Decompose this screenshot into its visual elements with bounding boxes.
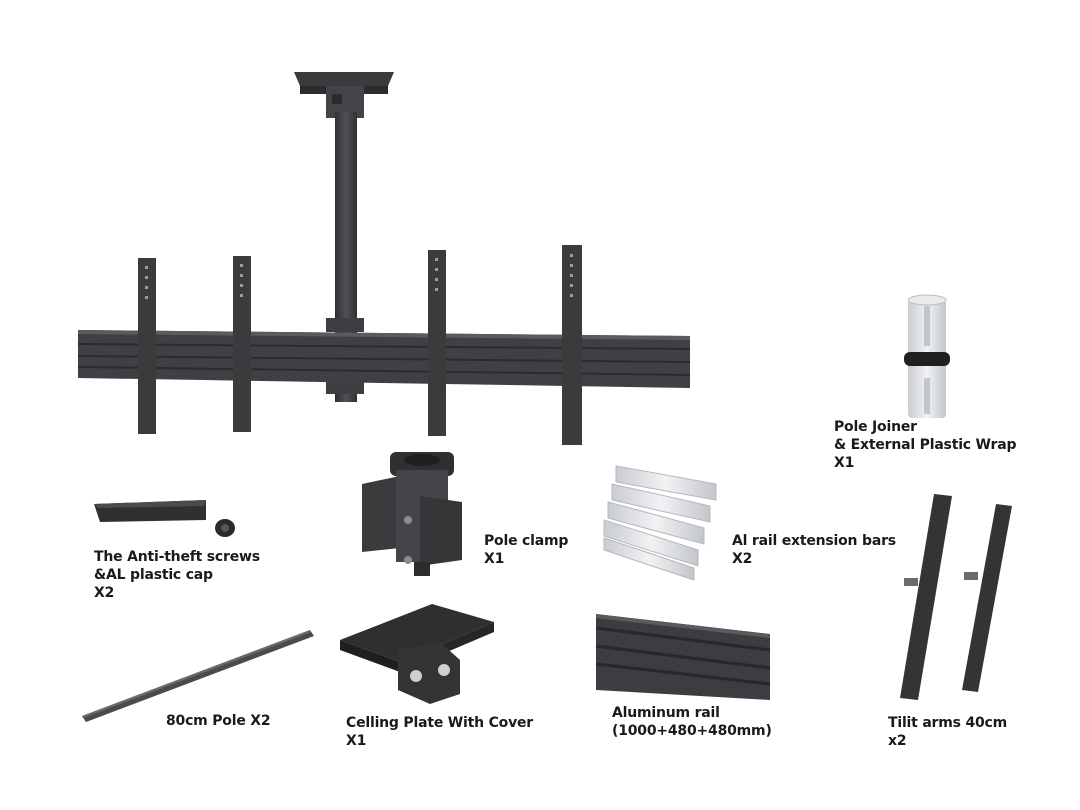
- aluminum-rail-size: (1000+480+480mm): [612, 723, 772, 739]
- rail-extension-qty: X2: [732, 551, 753, 567]
- label-pole-80cm: 80cm Pole X2: [166, 712, 271, 730]
- label-ceiling-plate: Celling Plate With Cover X1: [346, 714, 533, 750]
- anti-theft-name-2: &AL plastic cap: [94, 567, 213, 583]
- label-pole-joiner: Pole Joiner & External Plastic Wrap X1: [834, 418, 1017, 472]
- aluminum-rail-name: Aluminum rail: [612, 705, 720, 721]
- label-pole-clamp: Pole clamp X1: [484, 532, 568, 568]
- pole-joiner-image: [904, 294, 950, 418]
- pole-joiner-name-1: Pole Joiner: [834, 419, 917, 435]
- tilt-arms-name: Tilit arms 40cm: [888, 715, 1008, 731]
- tilt-arms-qty: x2: [888, 733, 907, 749]
- ceiling-plate-name: Celling Plate With Cover: [346, 715, 533, 731]
- anti-theft-name-1: The Anti-theft screws: [94, 549, 260, 565]
- aluminum-rail-image: [595, 614, 771, 700]
- pole-joiner-qty: X1: [834, 455, 855, 471]
- anti-theft-cap-image: [94, 500, 235, 537]
- pole-80cm-name: 80cm Pole X2: [166, 713, 271, 729]
- pole-clamp-name: Pole clamp: [484, 533, 569, 549]
- ceiling-plate-image: [340, 604, 494, 704]
- anti-theft-qty: X2: [94, 585, 115, 601]
- label-tilt-arms: Tilit arms 40cm x2: [888, 714, 1007, 750]
- pole-clamp-image: [362, 452, 462, 576]
- label-rail-extension: Al rail extension bars X2: [732, 532, 896, 568]
- pole-80cm-image: [82, 630, 314, 722]
- tilt-arms-image: [900, 494, 1012, 700]
- ceiling-plate-qty: X1: [346, 733, 367, 749]
- label-anti-theft: The Anti-theft screws &AL plastic cap X2: [94, 548, 260, 602]
- pole-clamp-qty: X1: [484, 551, 505, 567]
- pole-joiner-name-2: & External Plastic Wrap: [834, 437, 1017, 453]
- label-aluminum-rail: Aluminum rail (1000+480+480mm): [612, 704, 772, 740]
- rail-extension-bars-image: [603, 465, 717, 581]
- rail-extension-name: Al rail extension bars: [732, 533, 896, 549]
- assembled-mount: [77, 72, 691, 445]
